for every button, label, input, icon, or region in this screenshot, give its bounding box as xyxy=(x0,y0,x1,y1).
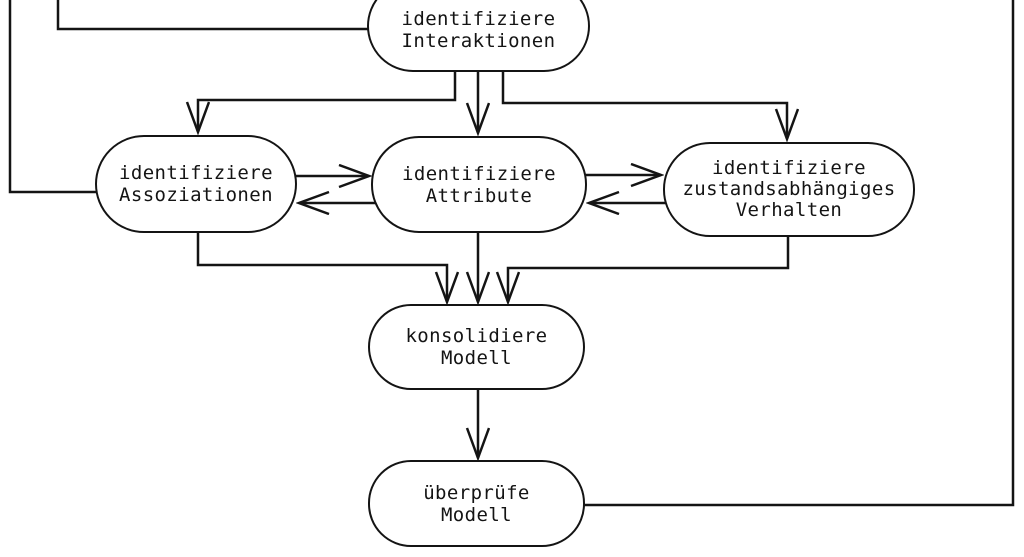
edge-offscreen-top-interaktionen xyxy=(56,0,375,31)
node-identifiziere-attribute: identifiziere Attribute xyxy=(371,136,587,233)
edge-assoziationen-konsolidiere xyxy=(196,230,447,302)
edge-verhalten-konsolidiere xyxy=(508,234,790,302)
node-ueberpruefe-modell: überprüfe Modell xyxy=(368,460,585,547)
node-identifiziere-interaktionen: identifiziere Interaktionen xyxy=(367,0,590,72)
edge-interaktionen-verhalten xyxy=(501,70,787,139)
edge-interaktionen-assoziationen xyxy=(198,70,457,132)
edge-ueberpruefe-offscreen-top xyxy=(582,0,1015,507)
node-identifiziere-zustandsabhaengiges-verhalten: identifiziere zustandsabhängiges Verhalt… xyxy=(663,142,915,237)
node-identifiziere-assoziationen: identifiziere Assoziationen xyxy=(95,135,297,233)
node-konsolidiere-modell: konsolidiere Modell xyxy=(368,304,585,390)
edge-offscreen-top-assoziationen xyxy=(8,0,100,194)
